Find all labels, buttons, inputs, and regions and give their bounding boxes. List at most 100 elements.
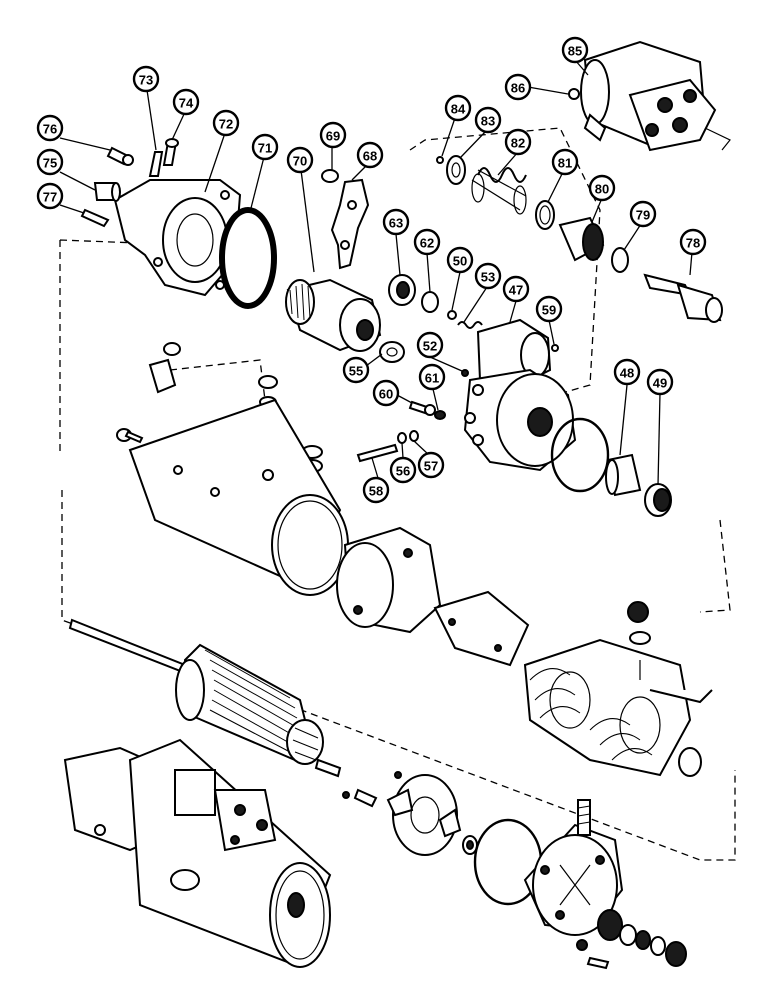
plunger-80	[558, 216, 605, 262]
callout-label: 56	[396, 464, 410, 479]
callout-49: 49	[646, 368, 674, 396]
callout-52: 52	[416, 331, 444, 359]
callout-71: 71	[251, 133, 279, 161]
pin-52	[461, 369, 469, 377]
callout-label: 59	[542, 303, 556, 318]
washer-79	[611, 247, 629, 273]
clip-84	[436, 156, 444, 164]
callout-56: 56	[389, 456, 417, 484]
end-fasteners	[576, 909, 687, 970]
callout-label: 71	[258, 141, 272, 156]
callout-76: 76	[36, 114, 64, 142]
pole-segment	[433, 590, 530, 667]
callout-label: 74	[179, 96, 194, 111]
washer-55	[379, 341, 405, 363]
ring-62	[421, 291, 439, 313]
callout-77: 77	[36, 182, 64, 210]
callout-label: 79	[636, 208, 650, 223]
callout-label: 62	[420, 236, 434, 251]
assembled-starter	[63, 738, 332, 968]
callout-70: 70	[286, 146, 314, 174]
oring-large	[550, 417, 610, 493]
callout-55: 55	[342, 356, 370, 384]
drive-pinion-70	[285, 278, 382, 352]
screw-left	[116, 428, 144, 444]
callout-label: 86	[511, 81, 525, 96]
leader-lines	[59, 59, 693, 486]
callout-label: 82	[511, 136, 525, 151]
callout-48: 48	[613, 358, 641, 386]
callout-label: 69	[326, 129, 340, 144]
oring-59	[551, 344, 559, 352]
callout-label: 80	[595, 182, 609, 197]
callout-label: 50	[453, 254, 467, 269]
callout-80: 80	[588, 174, 616, 202]
washer-83	[446, 155, 466, 185]
callout-73: 73	[132, 65, 160, 93]
callout-74: 74	[172, 88, 200, 116]
nut-69	[321, 169, 339, 183]
callout-label: 81	[558, 156, 572, 171]
shaft-78	[643, 273, 723, 323]
callout-label: 52	[423, 339, 437, 354]
callout-69: 69	[319, 121, 347, 149]
callout-47: 47	[502, 275, 530, 303]
washer-57	[409, 430, 419, 442]
callout-label: 57	[424, 459, 438, 474]
callout-85: 85	[561, 36, 589, 64]
callout-label: 83	[481, 114, 495, 129]
drive-housing-72	[113, 179, 242, 297]
callout-balloons: 85 86 84 83 82 81 80 79 78 76 73 74 72 71 70 69 68 75 77 63…	[36, 36, 707, 504]
callout-60: 60	[372, 379, 400, 407]
ring-81	[535, 200, 555, 230]
callout-50: 50	[446, 246, 474, 274]
solenoid-group-outline	[409, 127, 601, 396]
callout-label: 61	[425, 371, 439, 386]
pole-shoe	[336, 526, 442, 634]
callout-62: 62	[413, 228, 441, 256]
screw-76	[106, 146, 134, 166]
callout-label: 75	[43, 156, 57, 171]
spring-82	[471, 167, 527, 215]
callout-83: 83	[474, 106, 502, 134]
callout-68: 68	[356, 141, 384, 169]
solenoid	[580, 40, 731, 152]
spring-53	[457, 321, 483, 329]
pin-73	[148, 151, 164, 177]
callout-label: 55	[349, 364, 363, 379]
screw-60	[408, 400, 436, 416]
callout-label: 47	[509, 283, 523, 298]
armature	[68, 618, 342, 778]
callout-label: 76	[43, 122, 57, 137]
end-cover	[523, 799, 624, 936]
callout-label: 60	[379, 387, 393, 402]
callout-86: 86	[504, 73, 532, 101]
callout-78: 78	[679, 228, 707, 256]
intermediate-housing-47	[463, 318, 577, 472]
nut-61	[434, 410, 446, 420]
callout-label: 84	[451, 102, 466, 117]
shift-lever-68	[330, 178, 370, 270]
brush-plate	[342, 771, 462, 856]
callout-label: 72	[219, 117, 233, 132]
callout-58: 58	[362, 476, 390, 504]
bracket-dashed-line	[169, 359, 266, 401]
stud-58	[356, 443, 399, 463]
callout-label: 77	[43, 190, 57, 205]
callout-label: 58	[369, 484, 383, 499]
frame-tube	[128, 398, 349, 596]
callout-82: 82	[504, 128, 532, 156]
bushing-49	[644, 483, 672, 517]
seal-71	[219, 207, 277, 309]
callout-53: 53	[474, 262, 502, 290]
field-group-outline	[61, 490, 736, 861]
callout-label: 73	[139, 73, 153, 88]
callout-label: 63	[389, 216, 403, 231]
callout-label: 85	[568, 44, 582, 59]
bearing-63	[388, 274, 416, 306]
callout-61: 61	[418, 363, 446, 391]
screw-77	[80, 208, 110, 228]
bracket	[148, 342, 181, 394]
callout-79: 79	[629, 200, 657, 228]
